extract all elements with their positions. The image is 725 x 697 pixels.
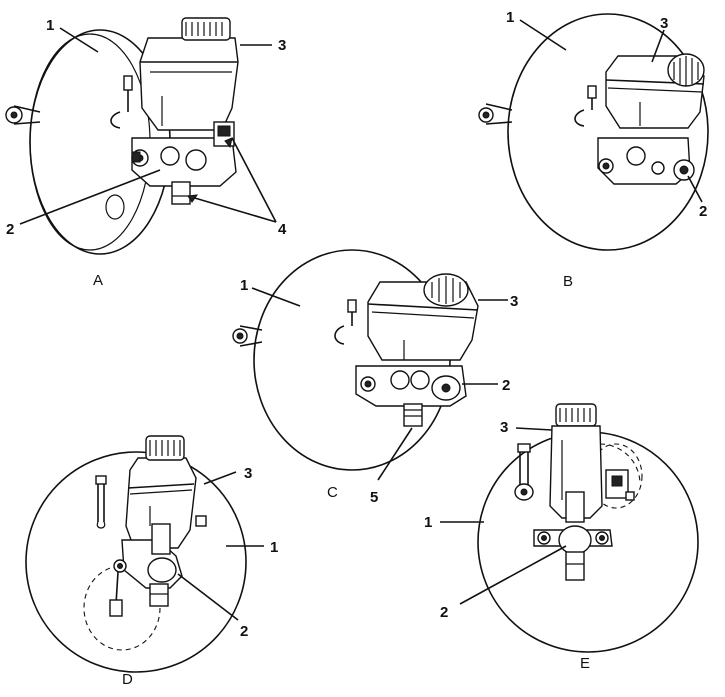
label-c-3: 3: [510, 293, 518, 310]
panel-b-cylinder-body: [597, 137, 695, 185]
label-d-3: 3: [244, 465, 252, 482]
label-b-2: 2: [699, 203, 707, 220]
label-c-5: 5: [370, 489, 378, 506]
label-a-1: 1: [46, 17, 54, 34]
label-c-1: 1: [240, 277, 248, 294]
panel-a-callouts: 1 3 2 4 A: [6, 17, 287, 289]
leader-d-3: [203, 471, 237, 485]
panel-e-cylinder-body: [533, 491, 613, 581]
panel-c-letter: C: [327, 484, 338, 501]
leader-e-3: [515, 427, 553, 431]
panel-a: 1 3 2 4 A: [5, 17, 287, 289]
panel-b-booster: [478, 13, 709, 251]
panel-e: 3 1 2 E: [424, 403, 699, 672]
panel-a-letter: A: [93, 272, 103, 289]
panel-b-callouts: 1 3 2 B: [506, 9, 707, 290]
panel-d-letter: D: [122, 671, 133, 688]
label-d-2: 2: [240, 623, 248, 640]
panel-e-letter: E: [580, 655, 590, 672]
panel-d-booster: [25, 451, 247, 673]
label-e-2: 2: [440, 604, 448, 621]
panel-a-reservoir: [139, 17, 239, 131]
panel-c-cylinder-body: [355, 365, 467, 427]
panel-e-callouts: 3 1 2 E: [424, 419, 590, 672]
panel-c: 1 3 2 5 C: [232, 249, 518, 506]
panel-d-cylinder-body: [109, 523, 183, 617]
leader-a-4a: [231, 137, 277, 223]
leader-c-5: [377, 427, 413, 481]
panel-b-reservoir: [605, 53, 705, 129]
label-a-4: 4: [278, 221, 287, 238]
leader-a-2: [19, 169, 161, 225]
leader-a-1: [59, 27, 99, 53]
leader-b-3: [651, 29, 665, 63]
panel-c-callouts: 1 3 2 5 C: [240, 277, 518, 506]
label-a-3: 3: [278, 37, 286, 54]
panel-c-reservoir: [367, 273, 479, 361]
panel-b-letter: B: [563, 273, 573, 290]
panel-a-booster: [5, 29, 171, 255]
leader-a-4b: [187, 195, 277, 223]
panel-e-reservoir: [549, 403, 635, 519]
panel-a-cylinder-body: [131, 121, 237, 205]
label-b-1: 1: [506, 9, 514, 26]
label-e-3: 3: [500, 419, 508, 436]
panel-d: 3 1 2 D: [25, 435, 278, 688]
leader-b-2: [687, 175, 703, 203]
panel-d-callouts: 3 1 2 D: [122, 465, 278, 688]
label-b-3: 3: [660, 15, 668, 32]
leader-d-2: [177, 573, 239, 621]
label-e-1: 1: [424, 514, 432, 531]
label-c-2: 2: [502, 377, 510, 394]
leader-c-1: [251, 287, 301, 307]
panel-d-reservoir: [125, 435, 207, 549]
panel-b: 1 3 2 B: [478, 9, 709, 290]
leader-e-2: [459, 545, 567, 605]
label-a-2: 2: [6, 221, 14, 238]
leader-b-1: [519, 19, 567, 51]
label-d-1: 1: [270, 539, 278, 556]
